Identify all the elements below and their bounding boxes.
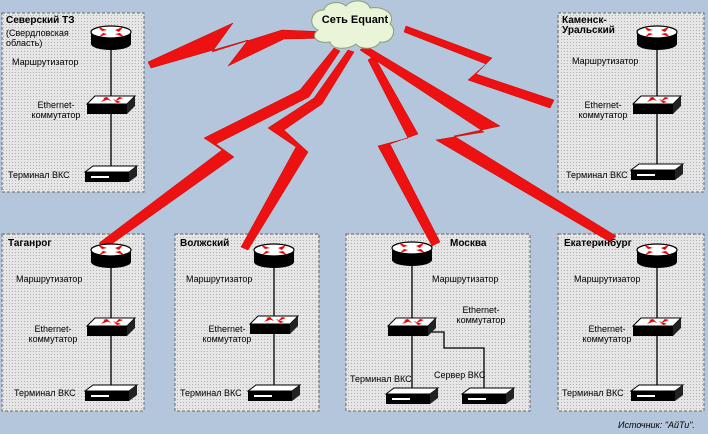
server-label: Сервер ВКС [434,370,486,380]
terminal-icon [630,384,684,402]
router-label: Маршрутизатор [12,57,79,67]
terminal-label: Терминал ВКС [350,374,412,384]
switch-icon [632,317,682,337]
router-label: Маршрутизатор [572,56,639,66]
router-label: Маршрутизатор [574,274,641,284]
wan-links [98,22,617,251]
site-box-moscow [345,233,531,412]
site-name-seversky: Северский ТЗ [6,15,75,26]
terminal-label: Терминал ВКС [180,388,242,398]
switch-label: Ethernet-коммутатор [456,305,506,325]
router-label: Маршрутизатор [432,274,499,284]
site-box-ekaterinburg [557,233,705,412]
site-note-seversky: (Свердловская область) [6,28,69,48]
terminal-label: Терминал ВКС [562,388,624,398]
terminal-icon [84,384,138,402]
server-icon [461,387,515,405]
site-name-kamensk: Каменск-Уральский [562,15,615,36]
router-label: Маршрутизатор [186,274,253,284]
site-name-ekaterinburg: Екатеринбург [564,238,632,249]
switch-label: Ethernet-коммутатор [582,324,632,344]
terminal-icon [84,165,138,183]
source-note: Источник: "АйТи". [618,420,695,430]
terminal-label: Терминал ВКС [14,388,76,398]
site-name-moscow: Москва [450,238,487,249]
site-name-volzhsky: Волжский [180,238,230,249]
switch-label: Ethernet-коммутатор [578,100,628,120]
switch-icon [632,95,682,115]
router-icon [391,241,433,267]
switch-label: Ethernet-коммутатор [28,324,78,344]
router-icon [636,25,678,51]
switch-icon [387,317,437,337]
switch-label: Ethernet-коммутатор [202,324,252,344]
terminal-label: Терминал ВКС [566,170,628,180]
switch-label: Ethernet-коммутатор [31,100,81,120]
cloud-label: Сеть Equant [321,14,389,26]
terminal-icon [385,387,439,405]
terminal-label: Терминал ВКС [8,170,70,180]
site-name-taganrog: Таганрог [8,238,52,249]
equant-cloud [311,0,395,49]
router-icon [636,243,678,269]
router-icon [253,243,295,269]
router-label: Маршрутизатор [16,274,83,284]
wan-link-volzhsky [240,49,355,251]
router-icon [90,243,132,269]
switch-icon [86,317,136,337]
terminal-icon [630,163,684,181]
wan-link-kamensk [403,25,555,109]
terminal-icon [247,384,301,402]
wan-link-seversky [147,22,333,69]
router-icon [90,25,132,51]
switch-icon [86,95,136,115]
wan-link-taganrog [98,47,341,249]
switch-icon [249,315,299,335]
